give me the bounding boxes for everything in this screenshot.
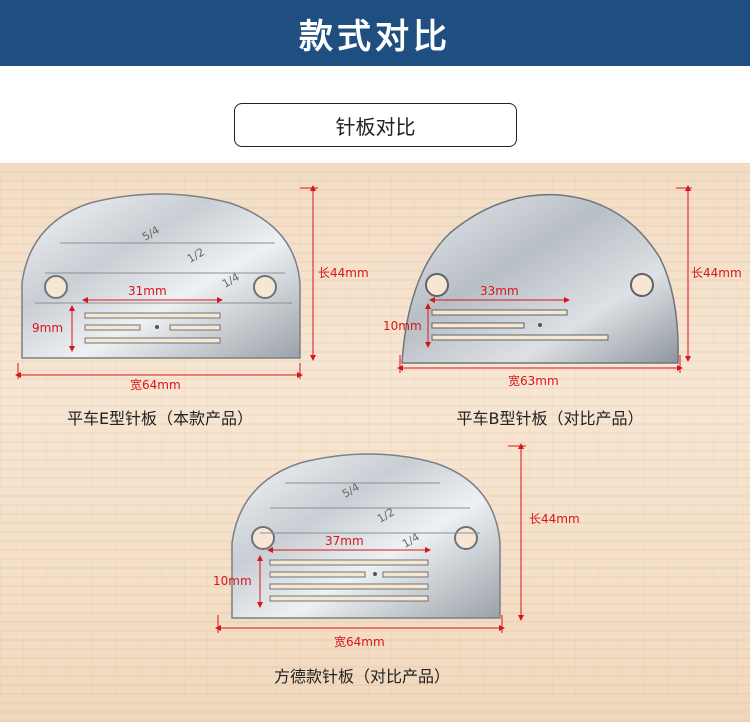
- plate-b-gap-label: 10mm: [383, 319, 422, 333]
- section-title: 针板对比: [335, 114, 416, 139]
- plate-e-type: 5/4 1/2 1/4: [21, 193, 301, 359]
- comparison-photo: 5/4 1/2 1/4 宽64mm 长44mm 31mm 9mm: [0, 163, 750, 722]
- plates-illustration: 5/4 1/2 1/4 宽64mm 长44mm 31mm 9mm: [15, 185, 742, 649]
- plate-b-caption: 平车B型针板（对比产品）: [456, 409, 644, 428]
- plate-e-width-label: 宽64mm: [130, 377, 181, 392]
- plate-fangde: 5/4 1/2 1/4: [231, 453, 501, 619]
- plate-fangde-width-label: 宽64mm: [334, 634, 385, 649]
- plate-fangde-gap-label: 10mm: [213, 574, 252, 588]
- plate-b-slot-label: 33mm: [480, 284, 519, 298]
- plate-e-height-label: 长44mm: [318, 266, 369, 280]
- section-title-box: 针板对比: [234, 103, 517, 147]
- plate-e-caption: 平车E型针板（本款产品）: [66, 409, 254, 428]
- plate-b-height-label: 长44mm: [691, 266, 742, 280]
- page-title: 款式对比: [299, 16, 451, 57]
- plate-fangde-height-label: 长44mm: [529, 512, 580, 526]
- plate-b-type: [401, 193, 679, 364]
- plate-e-gap-label: 9mm: [32, 321, 63, 335]
- plate-b-width-label: 宽63mm: [508, 373, 559, 388]
- header-banner: 款式对比: [0, 0, 750, 66]
- plate-e-slot-label: 31mm: [128, 284, 167, 298]
- plate-fangde-caption: 方德款针板（对比产品）: [273, 667, 451, 686]
- plate-fangde-slot-label: 37mm: [325, 534, 364, 548]
